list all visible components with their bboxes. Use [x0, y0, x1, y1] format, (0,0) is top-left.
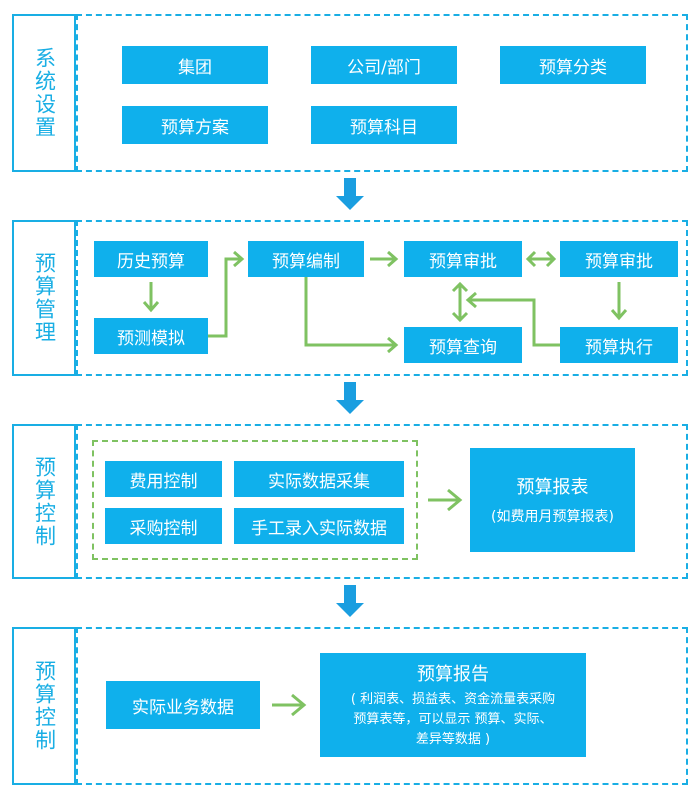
budget-analysis-report-box[interactable]: 预算报告 ( 利润表、损益表、资金流量表采购 预算表等，可以显示 预算、实际、 … [320, 653, 586, 757]
section-budget-reporting [76, 627, 688, 785]
arrowhead-icon [447, 488, 463, 512]
arrowhead-icon [142, 301, 160, 313]
section-label-system-settings: 系统设置 [12, 14, 76, 172]
arrowhead-icon [451, 311, 469, 323]
arrow-compile-to-query [304, 277, 396, 347]
arrow-simulation-to-compile [208, 257, 242, 338]
expense-control-box[interactable]: 费用控制 [105, 461, 222, 497]
arrowhead-icon [545, 250, 557, 268]
group-box[interactable]: 集团 [122, 46, 268, 84]
section-budget-management [76, 220, 688, 376]
actual-business-data-box[interactable]: 实际业务数据 [106, 681, 260, 729]
section-down-arrows [336, 178, 364, 617]
budget-compile-box[interactable]: 预算编制 [248, 241, 364, 277]
arrowhead-icon [291, 693, 307, 717]
section-label-text: 预算控制 [32, 660, 57, 752]
section-label-text: 系统设置 [32, 47, 57, 139]
arrowhead-icon [610, 309, 628, 321]
history-budget-box[interactable]: 历史预算 [94, 241, 208, 277]
budget-execute-box[interactable]: 预算执行 [560, 327, 678, 363]
section-label-text: 预算管理 [32, 252, 57, 344]
budget-report-subtitle: (如费用月预算报表) [491, 509, 614, 525]
budget-subject-box[interactable]: 预算科目 [311, 106, 457, 144]
section-budget-control [76, 424, 688, 579]
section-label-budget-management: 预算管理 [12, 220, 76, 376]
arrowhead-icon [233, 250, 245, 268]
arrow-execute-to-approve [468, 298, 560, 347]
budget-analysis-report-title: 预算报告 [417, 664, 489, 685]
arrowhead-icon [451, 281, 469, 293]
arrowhead-icon [465, 291, 477, 309]
budget-analysis-report-line-2: 预算表等，可以显示 预算、实际、 [353, 712, 553, 727]
down-arrow-icon [336, 178, 364, 210]
control-group [92, 440, 418, 560]
budget-category-box[interactable]: 预算分类 [500, 46, 646, 84]
budget-report-box[interactable]: 预算报表 (如费用月预算报表) [470, 448, 635, 552]
budget-analysis-report-line-1: ( 利润表、损益表、资金流量表采购 [350, 692, 556, 707]
budget-report-title: 预算报表 [516, 477, 589, 498]
forecast-simulation-box[interactable]: 预测模拟 [94, 318, 208, 354]
company-department-box[interactable]: 公司/部门 [311, 46, 457, 84]
arrowhead-icon [387, 250, 399, 268]
budget-query-box[interactable]: 预算查询 [404, 327, 522, 363]
section-label-budget-control: 预算控制 [12, 424, 76, 579]
actual-data-collect-box[interactable]: 实际数据采集 [234, 461, 404, 497]
section-system-settings [76, 14, 688, 172]
section-label-text: 预算控制 [32, 455, 57, 548]
budget-analysis-report-line-3: 差异等数据 ) [415, 732, 491, 747]
budget-plan-box[interactable]: 预算方案 [122, 106, 268, 144]
arrowhead-icon [525, 250, 537, 268]
budget-approve-box[interactable]: 预算审批 [404, 241, 522, 277]
manual-entry-box[interactable]: 手工录入实际数据 [234, 508, 404, 544]
budget-approve-box-2[interactable]: 预算审批 [560, 241, 678, 277]
down-arrow-icon [336, 382, 364, 414]
purchase-control-box[interactable]: 采购控制 [105, 508, 222, 544]
arrowhead-icon [387, 336, 399, 354]
down-arrow-icon [336, 585, 364, 617]
section-label-budget-reporting: 预算控制 [12, 627, 76, 785]
